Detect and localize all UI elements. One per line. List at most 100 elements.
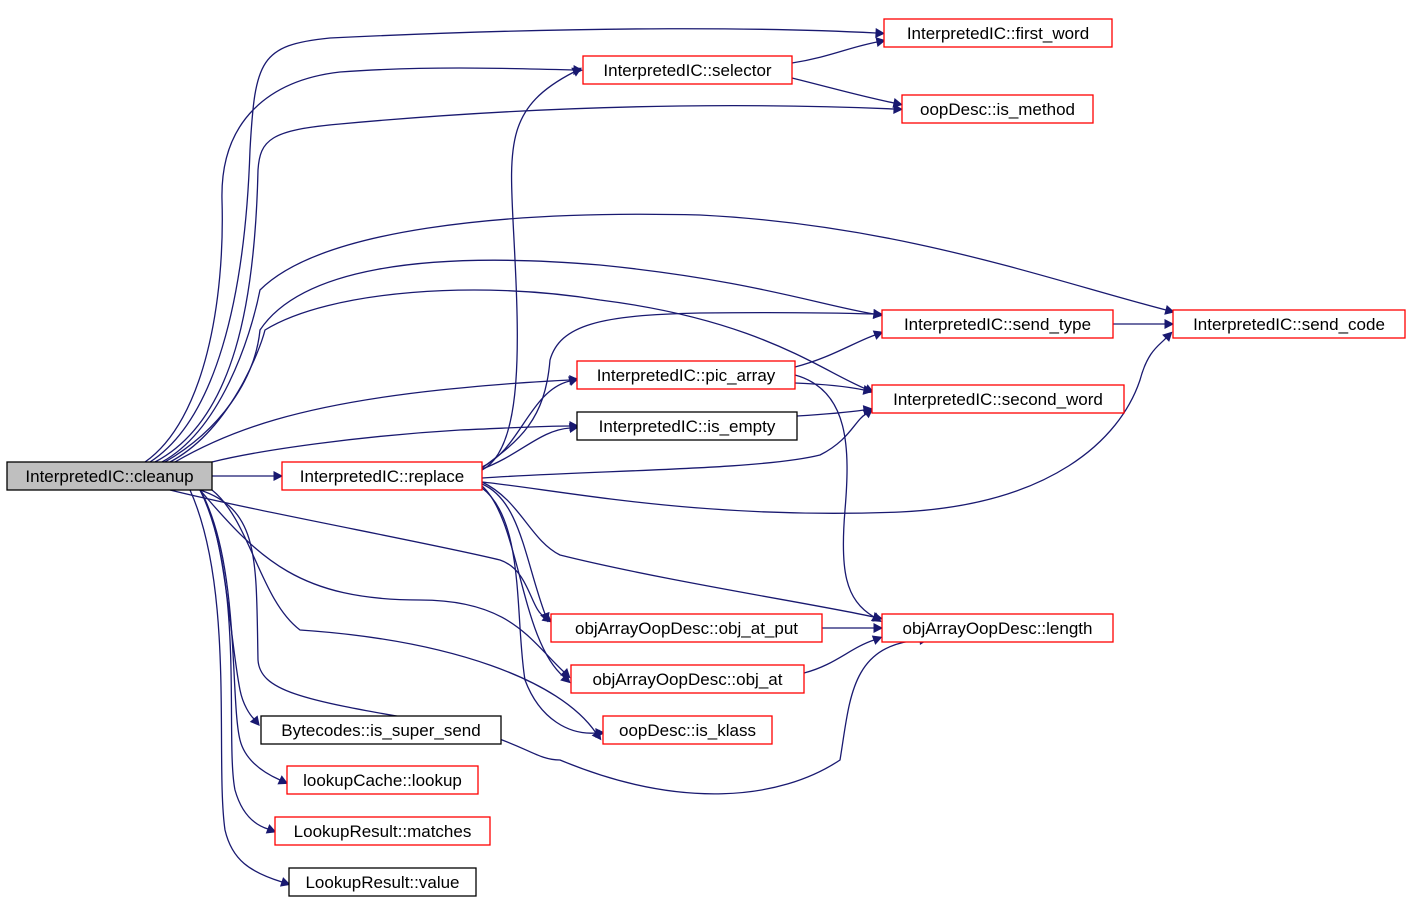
node-label: lookupCache::lookup bbox=[303, 771, 462, 790]
node-box bbox=[286, 765, 479, 795]
edge-arrowhead bbox=[265, 824, 277, 834]
node-selector[interactable]: InterpretedIC::selector bbox=[582, 55, 793, 85]
node-label: LookupResult::value bbox=[305, 873, 459, 892]
edge-cleanup-to-selector bbox=[144, 64, 584, 463]
edge-send_type-to-send_code bbox=[1113, 318, 1175, 330]
edge-cleanup-to-is_method bbox=[154, 103, 904, 463]
edge-line bbox=[211, 489, 597, 734]
edge-replace-to-second_word bbox=[481, 408, 874, 479]
node-pic-array[interactable]: InterpretedIC::pic_array bbox=[576, 360, 796, 390]
node-send-code[interactable]: InterpretedIC::send_code bbox=[1172, 309, 1406, 339]
node-box bbox=[550, 613, 823, 643]
node-box bbox=[6, 461, 213, 491]
node-matches[interactable]: LookupResult::matches bbox=[274, 816, 491, 846]
node-length[interactable]: objArrayOopDesc::length bbox=[881, 613, 1114, 643]
edge-selector-to-first_word bbox=[791, 37, 886, 64]
edge-obj_at_put-to-length bbox=[822, 622, 884, 634]
node-cleanup: InterpretedIC::cleanup bbox=[6, 461, 213, 491]
node-box bbox=[570, 664, 805, 694]
edge-line bbox=[794, 382, 865, 391]
edge-replace-to-length bbox=[481, 481, 883, 622]
node-label: objArrayOopDesc::obj_at_put bbox=[575, 619, 798, 638]
edge-line bbox=[481, 485, 565, 678]
edge-arrowhead bbox=[568, 376, 579, 386]
node-label: InterpretedIC::second_word bbox=[893, 390, 1103, 409]
edge-line bbox=[481, 483, 546, 615]
edge-arrowhead bbox=[871, 635, 883, 645]
node-box bbox=[881, 309, 1114, 339]
edge-replace-to-selector bbox=[481, 67, 583, 471]
node-value[interactable]: LookupResult::value bbox=[288, 867, 477, 897]
edge-line bbox=[481, 71, 575, 471]
node-label: objArrayOopDesc::obj_at bbox=[593, 670, 783, 689]
node-is-empty[interactable]: InterpretedIC::is_empty bbox=[576, 411, 798, 441]
node-obj-at-put[interactable]: objArrayOopDesc::obj_at_put bbox=[550, 613, 823, 643]
node-second-word[interactable]: InterpretedIC::second_word bbox=[871, 384, 1125, 414]
nodes-layer: InterpretedIC::cleanup InterpretedIC::rep… bbox=[6, 18, 1406, 897]
edge-arrowhead bbox=[571, 67, 583, 77]
edge-arrowhead bbox=[279, 877, 291, 887]
node-box bbox=[576, 360, 796, 390]
edge-cleanup-to-first_word bbox=[149, 27, 886, 463]
node-label: InterpretedIC::selector bbox=[603, 61, 772, 80]
node-label: InterpretedIC::send_type bbox=[904, 315, 1091, 334]
node-box bbox=[871, 384, 1125, 414]
edge-arrowhead bbox=[892, 97, 903, 108]
edge-line bbox=[481, 427, 571, 470]
edge-cleanup-to-send_code bbox=[161, 213, 1175, 463]
node-box bbox=[602, 715, 773, 745]
edge-line bbox=[796, 409, 865, 417]
edge-replace-to-pic_array bbox=[481, 376, 579, 468]
edge-arrowhead bbox=[872, 611, 883, 622]
node-send-type[interactable]: InterpretedIC::send_type bbox=[881, 309, 1114, 339]
edge-line bbox=[481, 337, 1167, 514]
edge-arrowhead bbox=[875, 37, 886, 48]
edge-line bbox=[144, 67, 575, 463]
node-box bbox=[281, 461, 483, 491]
node-label: InterpretedIC::first_word bbox=[907, 24, 1089, 43]
edge-arrowhead bbox=[540, 611, 550, 623]
edge-cleanup-to-matches bbox=[199, 489, 277, 834]
node-label: Bytecodes::is_super_send bbox=[281, 721, 480, 740]
edge-pic_array-to-send_type bbox=[794, 330, 884, 368]
node-lookup[interactable]: lookupCache::lookup bbox=[286, 765, 479, 795]
edge-arrowhead bbox=[875, 27, 886, 38]
edge-selector-to-is_method bbox=[791, 77, 903, 108]
node-obj-at[interactable]: objArrayOopDesc::obj_at bbox=[570, 664, 805, 694]
node-label: InterpretedIC::send_code bbox=[1193, 315, 1385, 334]
node-label: InterpretedIC::is_empty bbox=[599, 417, 776, 436]
edge-cleanup-to-lookup bbox=[199, 489, 289, 785]
edge-line bbox=[481, 413, 867, 479]
edge-line bbox=[803, 639, 875, 674]
node-box bbox=[288, 867, 477, 897]
edge-arrowhead bbox=[862, 384, 873, 395]
node-replace[interactable]: InterpretedIC::replace bbox=[281, 461, 483, 491]
edge-pic_array-to-second_word bbox=[794, 382, 873, 395]
edge-arrowhead bbox=[873, 622, 884, 634]
node-box bbox=[881, 613, 1114, 643]
edge-arrowhead bbox=[1162, 331, 1173, 342]
edge-line bbox=[794, 334, 876, 368]
node-label: oopDesc::is_klass bbox=[619, 721, 756, 740]
edge-line bbox=[169, 489, 546, 618]
node-box bbox=[274, 816, 491, 846]
node-label: oopDesc::is_method bbox=[920, 100, 1075, 119]
node-is-super-send[interactable]: Bytecodes::is_super_send bbox=[260, 715, 502, 745]
edge-line bbox=[199, 489, 565, 673]
edge-cleanup-to-pic_array bbox=[174, 375, 580, 463]
edge-replace-to-obj_at_put bbox=[481, 483, 550, 623]
node-is-klass[interactable]: oopDesc::is_klass bbox=[602, 715, 773, 745]
node-is-method[interactable]: oopDesc::is_method bbox=[901, 94, 1094, 124]
node-box bbox=[901, 94, 1094, 124]
node-first-word[interactable]: InterpretedIC::first_word bbox=[883, 18, 1113, 48]
edge-cleanup-to-is_empty bbox=[211, 420, 580, 463]
edge-line bbox=[199, 489, 921, 795]
edge-arrowhead bbox=[560, 672, 571, 684]
edge-line bbox=[481, 311, 875, 469]
edge-arrowhead bbox=[873, 308, 884, 320]
edge-line bbox=[161, 213, 1167, 463]
edge-line bbox=[199, 489, 269, 830]
edge-line bbox=[794, 374, 875, 618]
edge-arrowhead bbox=[1164, 318, 1175, 330]
